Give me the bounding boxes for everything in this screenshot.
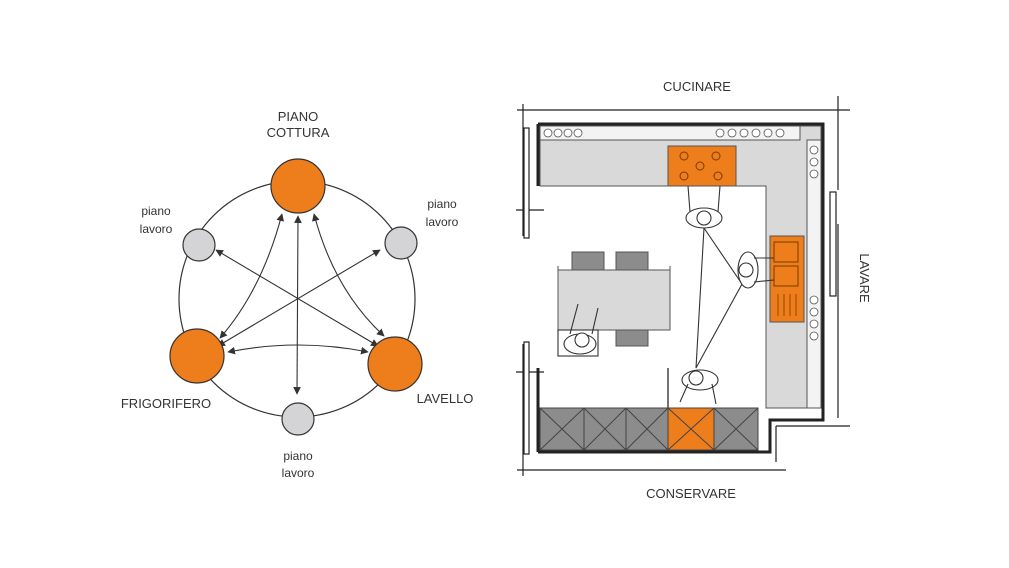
person-at-sink: [737, 251, 775, 289]
walls: [536, 122, 825, 454]
label-lavello: LAVELLO: [417, 391, 474, 406]
wall-cabinet-knobs: [543, 128, 785, 138]
label-piano-lavoro-bottom-2: lavoro: [282, 466, 315, 480]
wall-dimension-lines: [516, 96, 850, 476]
chair-legs-top: [557, 266, 671, 270]
wall-cabinets-right: [806, 139, 822, 409]
label-piano-lavoro-left-1: piano: [141, 204, 171, 218]
window-right: [829, 191, 837, 297]
wall-cabinet-knobs-right: [809, 145, 819, 341]
work-triangle-diagram: PIANO COTTURA FRIGORIFERO LAVELLO piano …: [121, 109, 474, 480]
arrow-frigorifero-lavello: [227, 344, 369, 355]
label-frigorifero: FRIGORIFERO: [121, 396, 211, 411]
label-piano-lavoro-left-2: lavoro: [140, 222, 173, 236]
node-frigorifero: [169, 328, 225, 384]
chair-top-right: [615, 251, 649, 271]
node-piano-lavoro-left: [182, 228, 216, 262]
node-piano-lavoro-right: [384, 226, 418, 260]
sink: [769, 235, 805, 323]
plan-work-triangle: [695, 226, 743, 369]
sink-bowl-1: [773, 241, 799, 263]
label-piano-lavoro-right-1: piano: [427, 197, 457, 211]
person-at-cooktop: [685, 185, 723, 229]
zone-label-conservare: CONSERVARE: [646, 486, 736, 501]
burner-icons: [679, 151, 723, 181]
person-at-table: [557, 303, 599, 357]
arrow-piano-right-frigorifero: [217, 249, 381, 347]
chair-bottom-right: [615, 329, 649, 347]
door-left: [523, 341, 530, 455]
dining-table: [557, 269, 671, 331]
kitchen-floor-plan: CUCINARE CONSERVARE LAVARE: [516, 79, 872, 501]
label-piano-cottura-1: PIANO: [278, 109, 318, 124]
arrow-cottura-lavello: [312, 213, 385, 337]
label-piano-cottura-2: COTTURA: [267, 125, 330, 140]
sink-bowl-2: [773, 265, 799, 287]
zone-label-cucinare: CUCINARE: [663, 79, 731, 94]
chair-top-left: [571, 251, 605, 271]
label-piano-lavoro-right-2: lavoro: [426, 215, 459, 229]
node-piano-lavoro-bottom: [281, 402, 315, 436]
arrow-cottura-piano-bottom: [293, 215, 302, 395]
arrow-cottura-frigorifero: [219, 213, 284, 339]
cooktop: [667, 145, 737, 187]
window-left: [523, 127, 530, 239]
zone-label-lavare: LAVARE: [857, 253, 872, 303]
wall-cabinets-top: [539, 125, 801, 141]
storage-units: [539, 407, 759, 451]
node-piano-cottura: [270, 158, 326, 214]
person-at-fridge: [679, 369, 719, 405]
flow-arrows: [215, 213, 385, 395]
node-lavello: [367, 336, 423, 392]
sink-drainboard: [777, 294, 797, 316]
label-piano-lavoro-bottom-1: piano: [283, 449, 313, 463]
